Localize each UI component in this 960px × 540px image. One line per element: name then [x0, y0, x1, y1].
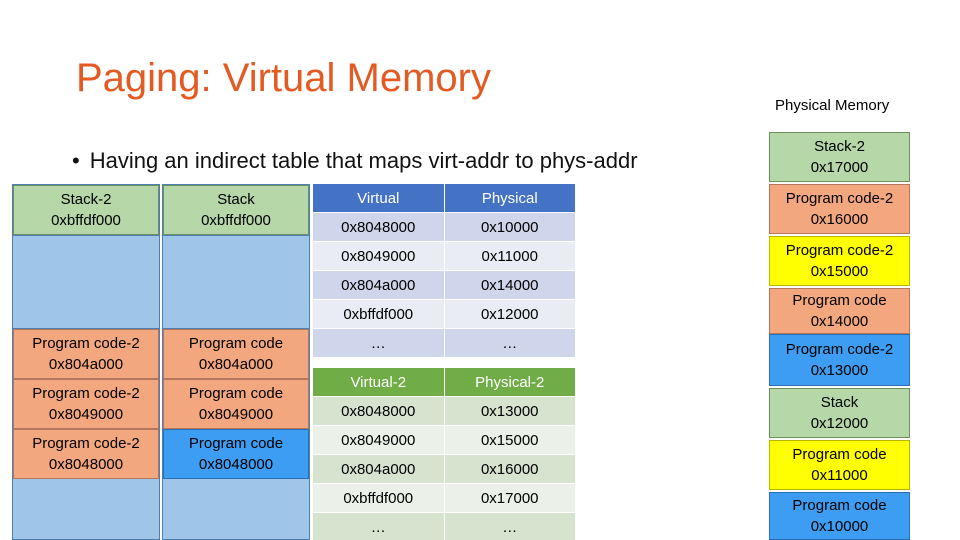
physical-memory-column: Stack-2 0x17000 Program code-2 0x16000 P… [769, 132, 910, 540]
block-name: Program code-2 [32, 335, 140, 352]
virtual-addr-cell: 0x8048000 [313, 213, 445, 242]
physical-addr-cell: … [444, 329, 576, 358]
block-addr: 0x15000 [810, 263, 869, 280]
physical-addr-cell: 0x13000 [444, 397, 576, 426]
table-row: … … [313, 513, 576, 540]
phys-block-stack-2: Stack-2 0x17000 [769, 132, 910, 182]
virtual-addr-cell: 0xbffdf000 [313, 300, 445, 329]
block-addr: 0x17000 [810, 159, 869, 176]
bullet-dot: • [72, 148, 80, 173]
physical-addr-cell: 0x15000 [444, 426, 576, 455]
physical-addr-cell: 0x11000 [444, 242, 576, 271]
bullet-text: • Having an indirect table that maps virt… [72, 148, 638, 174]
physical-memory-label: Physical Memory [775, 97, 890, 114]
block-addr: 0x8049000 [198, 406, 274, 423]
table-header-row: Virtual-2 Physical-2 [313, 368, 576, 397]
block-addr: 0xbffdf000 [51, 212, 121, 229]
physical-addr-cell: 0x17000 [444, 484, 576, 513]
physical-addr-cell: 0x10000 [444, 213, 576, 242]
phys-block-stack: Stack 0x12000 [769, 388, 910, 438]
block-name: Stack [217, 191, 255, 208]
physical-addr-cell: … [444, 513, 576, 540]
block-name: Program code-2 [785, 190, 894, 207]
column-header: Physical [444, 184, 576, 213]
table-row: 0x804a000 0x16000 [313, 455, 576, 484]
phys-block-code: Program code 0x14000 [769, 288, 910, 334]
vmem-block-code: Program code 0x804a000 [163, 329, 309, 379]
vmem-block-code: Program code-2 0x8049000 [13, 379, 159, 429]
virtual-addr-cell: 0x804a000 [313, 271, 445, 300]
virtual-addr-cell: … [313, 513, 445, 540]
table-row: 0x8048000 0x10000 [313, 213, 576, 242]
phys-block-code-2: Program code-2 0x16000 [769, 184, 910, 234]
slide-title: Paging: Virtual Memory [76, 56, 491, 100]
block-addr: 0x10000 [810, 518, 869, 535]
block-name: Program code [792, 446, 887, 463]
vmem-empty-region [163, 235, 309, 329]
block-addr: 0x11000 [811, 467, 868, 484]
page-table-2: Virtual-2 Physical-2 0x8048000 0x13000 0… [313, 368, 576, 540]
block-name: Stack-2 [814, 138, 865, 155]
block-name: Program code [792, 497, 887, 514]
bullet-label: Having an indirect table that maps virt-… [89, 148, 638, 173]
phys-block-code: Program code 0x10000 [769, 492, 910, 540]
block-addr: 0x13000 [810, 362, 869, 379]
phys-block-code: Program code 0x11000 [769, 440, 910, 490]
physical-addr-cell: 0x16000 [444, 455, 576, 484]
table-row: 0x8049000 0x15000 [313, 426, 576, 455]
block-name: Stack-2 [60, 191, 112, 208]
phys-block-code-2: Program code-2 0x15000 [769, 236, 910, 286]
table-row: 0x8049000 0x11000 [313, 242, 576, 271]
table-row: 0xbffdf000 0x17000 [313, 484, 576, 513]
block-name: Program code [188, 335, 284, 352]
column-header: Virtual [313, 184, 445, 213]
block-name: Program code [188, 435, 284, 452]
block-name: Program code [188, 385, 284, 402]
phys-block-code-2: Program code-2 0x13000 [769, 334, 910, 386]
vmem-block-code: Program code 0x8049000 [163, 379, 309, 429]
virtual-addr-cell: 0x8049000 [313, 242, 445, 271]
virtual-addr-cell: … [313, 329, 445, 358]
table-row: 0x8048000 0x13000 [313, 397, 576, 426]
physical-addr-cell: 0x12000 [444, 300, 576, 329]
block-name: Program code [792, 292, 887, 309]
column-header: Virtual-2 [313, 368, 445, 397]
block-name: Program code-2 [32, 385, 140, 402]
virtual-memory-process-1: Stack 0xbffdf000 Program code 0x804a000 … [162, 184, 310, 540]
block-addr: 0x804a000 [198, 356, 274, 373]
block-addr: 0x16000 [810, 211, 869, 228]
virtual-memory-process-2: Stack-2 0xbffdf000 Program code-2 0x804a… [12, 184, 160, 540]
table-row: 0x804a000 0x14000 [313, 271, 576, 300]
vmem-empty-region [13, 235, 159, 329]
virtual-addr-cell: 0x8048000 [313, 397, 445, 426]
block-addr: 0x12000 [810, 415, 869, 432]
block-addr: 0x14000 [810, 313, 869, 330]
vmem-block-stack-2: Stack-2 0xbffdf000 [13, 185, 159, 235]
vmem-block-stack: Stack 0xbffdf000 [163, 185, 309, 235]
page-table-1: Virtual Physical 0x8048000 0x10000 0x804… [313, 184, 576, 358]
block-name: Program code-2 [785, 242, 894, 259]
block-addr: 0x8048000 [198, 456, 274, 473]
block-addr: 0x8048000 [48, 456, 124, 473]
table-row: 0xbffdf000 0x12000 [313, 300, 576, 329]
block-name: Stack [820, 394, 859, 411]
virtual-addr-cell: 0x8049000 [313, 426, 445, 455]
virtual-addr-cell: 0x804a000 [313, 455, 445, 484]
vmem-block-code: Program code-2 0x804a000 [13, 329, 159, 379]
block-addr: 0xbffdf000 [201, 212, 271, 229]
block-addr: 0x804a000 [48, 356, 124, 373]
vmem-block-code: Program code-2 0x8048000 [13, 429, 159, 479]
virtual-addr-cell: 0xbffdf000 [313, 484, 445, 513]
block-name: Program code-2 [785, 341, 894, 358]
column-header: Physical-2 [444, 368, 576, 397]
table-row: … … [313, 329, 576, 358]
block-name: Program code-2 [32, 435, 140, 452]
table-header-row: Virtual Physical [313, 184, 576, 213]
vmem-block-code: Program code 0x8048000 [163, 429, 309, 479]
block-addr: 0x8049000 [48, 406, 124, 423]
physical-addr-cell: 0x14000 [444, 271, 576, 300]
